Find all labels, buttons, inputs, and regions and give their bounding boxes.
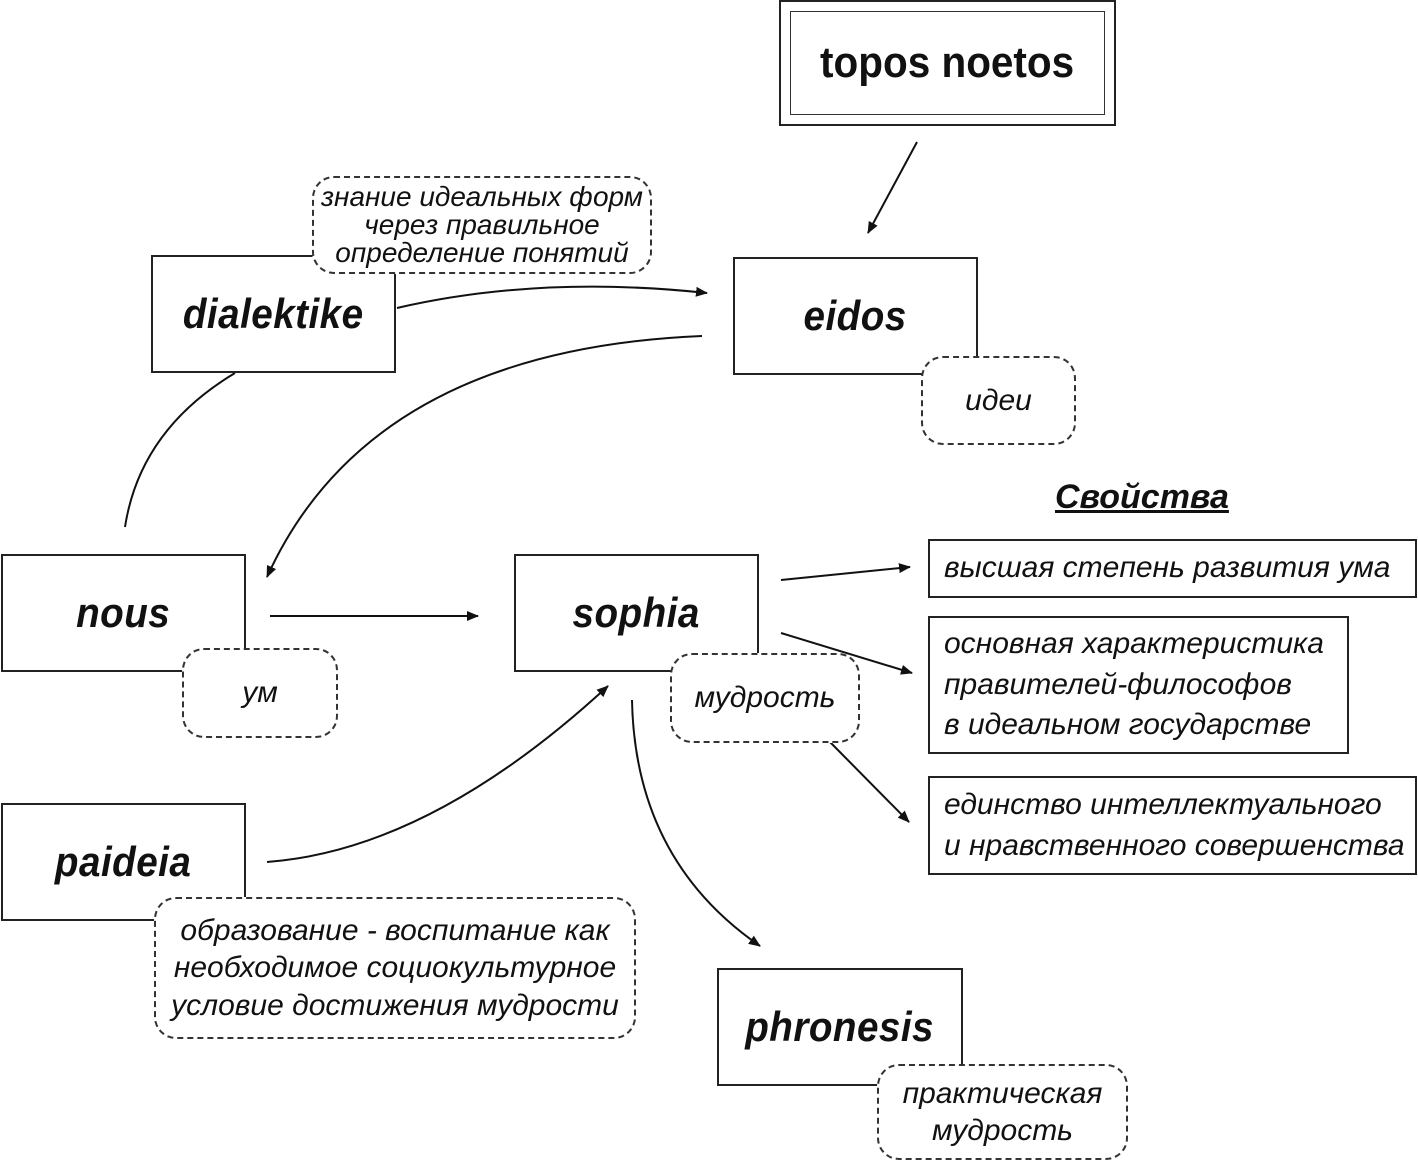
property-box-3: единство интеллектуального и нравственно… xyxy=(928,776,1417,875)
dialektike-note-line: через правильное xyxy=(364,209,600,240)
paideia-note-line: образование - воспитание как xyxy=(180,913,610,947)
nous-note: ум xyxy=(182,648,338,738)
sophia-label: sophia xyxy=(572,589,701,636)
phronesis-note-line: практическая xyxy=(902,1076,1103,1110)
arrow-sophia-to-property-2 xyxy=(780,632,913,675)
paideia-note-line: условие достижения мудрости xyxy=(171,988,619,1022)
paideia-label: paideia xyxy=(55,838,192,885)
arrow-sophia-to-property-3 xyxy=(827,739,910,823)
nous-note-text: ум xyxy=(242,676,278,710)
nous-label: nous xyxy=(76,589,171,636)
property-line: единство интеллектуального xyxy=(944,788,1382,821)
arrow-sophia-to-property-1 xyxy=(780,563,911,581)
topos-noetos-inner-frame: topos noetos xyxy=(790,11,1105,115)
line-dialektike-to-nous xyxy=(124,372,236,528)
eidos-note: идеи xyxy=(921,356,1076,445)
sophia-box: sophia xyxy=(514,554,759,672)
property-box-2: основная характеристика правителей-филос… xyxy=(928,616,1349,754)
arrow-paideia-to-sophia xyxy=(266,685,609,863)
topos-noetos-label: topos noetos xyxy=(820,38,1075,87)
sophia-note: мудрость xyxy=(670,653,860,743)
property-line: в идеальном государстве xyxy=(944,708,1312,742)
paideia-note-line: необходимое социокультурное xyxy=(173,951,617,985)
sophia-note-text: мудрость xyxy=(694,681,836,715)
phronesis-label: phronesis xyxy=(745,1003,935,1050)
property-line: правителей-философов xyxy=(944,667,1292,701)
property-line: высшая степень развития ума xyxy=(944,551,1391,585)
arrow-eidos-to-nous xyxy=(266,335,703,578)
phronesis-note: практическая мудрость xyxy=(877,1064,1128,1160)
topos-noetos-box: topos noetos xyxy=(779,0,1116,126)
arrow-sophia-to-phronesis xyxy=(631,699,761,947)
arrow-topos-to-eidos xyxy=(867,141,918,234)
dialektike-note: знание идеальных форм через правильное о… xyxy=(312,176,652,274)
dialektike-label: dialektike xyxy=(183,290,364,337)
eidos-label: eidos xyxy=(803,292,908,339)
dialektike-note-line: знание идеальных форм xyxy=(321,181,643,212)
properties-heading: Свойства xyxy=(1055,478,1229,516)
property-box-1: высшая степень развития ума xyxy=(928,539,1417,598)
dialektike-box: dialektike xyxy=(151,255,396,373)
phronesis-note-line: мудрость xyxy=(932,1114,1073,1147)
paideia-note: образование - воспитание как необходимое… xyxy=(154,897,636,1039)
arrow-dialektike-to-eidos xyxy=(396,285,708,309)
dialektike-note-line: определение понятий xyxy=(335,237,629,268)
eidos-note-text: идеи xyxy=(965,383,1032,417)
property-line: и нравственного совершенства xyxy=(944,828,1405,862)
property-line: основная характеристика xyxy=(944,627,1324,661)
eidos-box: eidos xyxy=(733,257,978,375)
